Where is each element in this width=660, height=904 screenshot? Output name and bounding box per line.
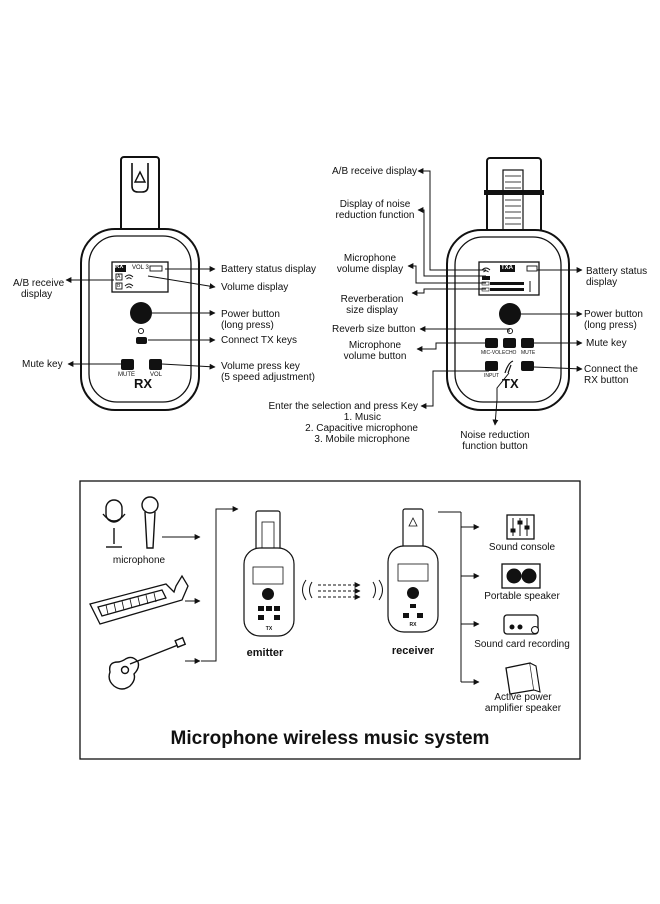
power-icon — [506, 327, 514, 335]
tx-device — [446, 157, 570, 411]
microphone-icon — [102, 496, 159, 549]
rx-device — [80, 156, 200, 411]
wifi-icon — [481, 267, 491, 273]
output-connector-lines — [438, 511, 480, 685]
tx-power-button[interactable] — [499, 303, 521, 325]
tx-echo-key-label: ECHO — [502, 350, 517, 356]
mini-emitter-tag: TX — [265, 626, 273, 632]
tx-connect-rx-key[interactable] — [521, 361, 534, 371]
tx-mute-key-label: MUTE — [521, 350, 536, 356]
power-icon — [137, 327, 145, 335]
tx-callout-lines — [407, 168, 583, 426]
portable-speaker-icon — [501, 563, 541, 589]
battery-icon — [149, 265, 163, 272]
sound-card-icon — [503, 614, 539, 635]
mini-receiver — [387, 508, 439, 633]
output-sound-card-label: Sound card recording — [474, 639, 570, 650]
tx-mute-key[interactable] — [521, 338, 534, 348]
rx-vol-key-label: VOL — [150, 372, 163, 378]
rx-mute-label: Mute key — [22, 359, 63, 370]
tx-mic-vol-key-label: MIC-VOL — [481, 350, 502, 356]
active-speaker-icon — [505, 662, 541, 695]
system-panel — [79, 480, 581, 760]
rx-device-label: RX — [134, 376, 153, 391]
wifi-icon — [124, 274, 134, 280]
emitter-label: emitter — [246, 647, 284, 659]
keytar-icon — [89, 574, 189, 625]
tx-power-label: Power button(long press) — [584, 309, 643, 331]
rx-connect-tx-key[interactable] — [136, 337, 147, 344]
mini-emitter — [243, 510, 295, 637]
wifi-icon — [124, 283, 134, 289]
warning-triangle-icon — [133, 170, 147, 183]
guitar-icon — [108, 636, 187, 690]
mini-receiver-tag: RX — [409, 622, 417, 628]
rx-connect-tx-label: Connect TX keys — [221, 335, 297, 346]
tx-device-label: TX — [502, 376, 519, 391]
rx-power-label: Power button(long press) — [221, 309, 280, 331]
receiver-label: receiver — [391, 645, 435, 657]
rx-screen-tag: RX — [115, 264, 124, 270]
source-microphone-label: microphone — [112, 555, 166, 566]
tx-screen-tag: TXA — [501, 265, 513, 271]
rx-channel-a: A — [117, 274, 121, 280]
rx-power-button[interactable] — [130, 302, 152, 324]
rx-callout-lines — [65, 266, 216, 370]
rx-screen-volume: VOL 3 — [132, 265, 149, 271]
tx-echo-key[interactable] — [503, 338, 516, 348]
system-title: Microphone wireless music system — [170, 728, 490, 749]
sound-console-icon — [506, 514, 535, 540]
tx-input-key-label: INPUT — [484, 373, 499, 379]
tx-reverb-button-label: Reverb size button — [332, 324, 416, 335]
rx-mute-key-label: MUTE — [118, 372, 135, 378]
source-connector-lines — [162, 506, 239, 664]
tx-mic-vol-key[interactable] — [485, 338, 498, 348]
rx-volume-label: Volume display — [221, 282, 289, 293]
wireless-signal-icon — [302, 579, 383, 601]
rx-volume-press-label: Volume press key(5 speed adjustment) — [221, 361, 315, 383]
rx-battery-label: Battery status display — [221, 264, 317, 275]
rx-vol-key[interactable] — [149, 359, 162, 370]
output-sound-console-label: Sound console — [488, 542, 556, 553]
tx-mute-label: Mute key — [586, 338, 627, 349]
battery-icon — [526, 265, 538, 272]
tx-ab-receive-label: A/B receive display — [332, 166, 418, 177]
tx-input-select-label: Enter the selection and press Key 1. Mus… — [268, 401, 418, 445]
output-portable-speaker-label: Portable speaker — [484, 591, 560, 602]
noise-reduction-icon[interactable] — [504, 360, 514, 374]
tx-input-key[interactable] — [485, 361, 498, 371]
rx-channel-b: B — [117, 283, 121, 289]
rx-mute-key[interactable] — [121, 359, 134, 370]
